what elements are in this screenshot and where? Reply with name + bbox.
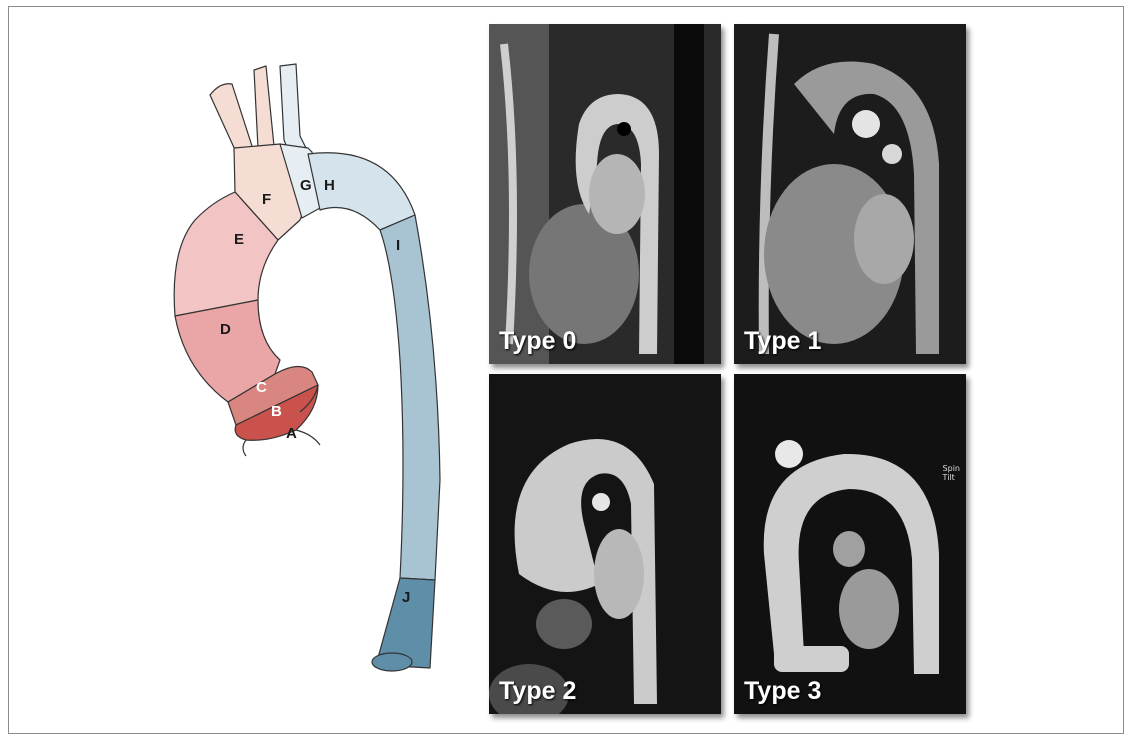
- segment-label-H: H: [324, 177, 335, 194]
- ct-panel-type-0: Type 0: [489, 24, 721, 364]
- ct-image: [734, 24, 966, 364]
- panel-label: Type 1: [744, 327, 821, 356]
- ct-image: [489, 24, 721, 364]
- segment-label-I: I: [396, 237, 400, 254]
- ct-panel-type-1: Type 1: [734, 24, 966, 364]
- segment-F-branch-mid: [254, 66, 274, 148]
- spin-tilt-text: Spin Tilt: [943, 464, 960, 482]
- segment-label-C: C: [256, 379, 267, 396]
- panel-label: Type 0: [499, 327, 576, 356]
- segment-label-A: A: [286, 425, 297, 442]
- panel-label: Type 2: [499, 677, 576, 706]
- panel-label: Type 3: [744, 677, 821, 706]
- ct-image: [489, 374, 721, 714]
- aorta-segment-diagram: A B C D E F G H I J: [140, 40, 470, 680]
- ct-panel-type-3: Spin Tilt Type 3: [734, 374, 966, 714]
- segment-label-B: B: [271, 403, 282, 420]
- segment-label-G: G: [300, 177, 312, 194]
- segment-label-E: E: [234, 231, 244, 248]
- segment-label-D: D: [220, 321, 231, 338]
- ct-panel-type-2: Type 2: [489, 374, 721, 714]
- segment-F-branch-left: [210, 84, 252, 152]
- side-text-tilt: Tilt: [943, 473, 960, 482]
- segment-I: [380, 215, 440, 580]
- segment-label-F: F: [262, 191, 271, 208]
- side-text-spin: Spin: [943, 464, 960, 473]
- ct-image: [734, 374, 966, 714]
- segment-label-J: J: [402, 589, 410, 606]
